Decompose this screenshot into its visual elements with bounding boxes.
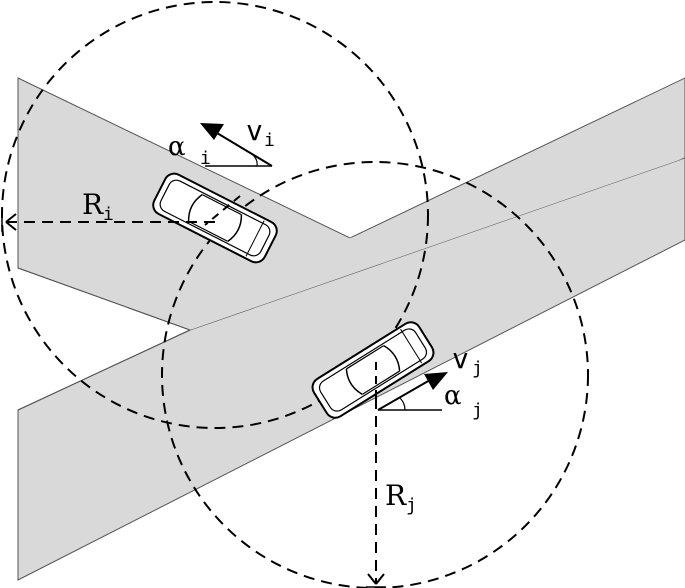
label-v-j: v [452, 342, 469, 375]
radius-j [366, 398, 386, 588]
velocity-j-arrow [377, 372, 448, 411]
label-v-i: v [246, 114, 263, 147]
heading-i-dash [204, 195, 241, 226]
car-j-icon [311, 321, 435, 419]
road-edge-notch [17, 267, 192, 411]
label-v-i-sub: i [264, 130, 275, 151]
radius-i [1, 212, 215, 232]
label-R-i-sub: i [103, 204, 114, 225]
road-junction [150, 158, 685, 330]
label-R-j: R [385, 479, 407, 512]
velocity-i-arrow [200, 123, 273, 167]
label-v-j-sub: j [472, 358, 483, 379]
label-alpha-j: α [444, 381, 462, 411]
label-R-j-sub: j [406, 495, 417, 516]
label-alpha-i: α [168, 132, 186, 162]
label-alpha-i-sub: i [200, 148, 211, 169]
road-network [17, 77, 685, 581]
range-circle-j [161, 161, 589, 588]
label-R-i: R [82, 188, 104, 221]
label-alpha-j-sub: j [472, 400, 483, 421]
